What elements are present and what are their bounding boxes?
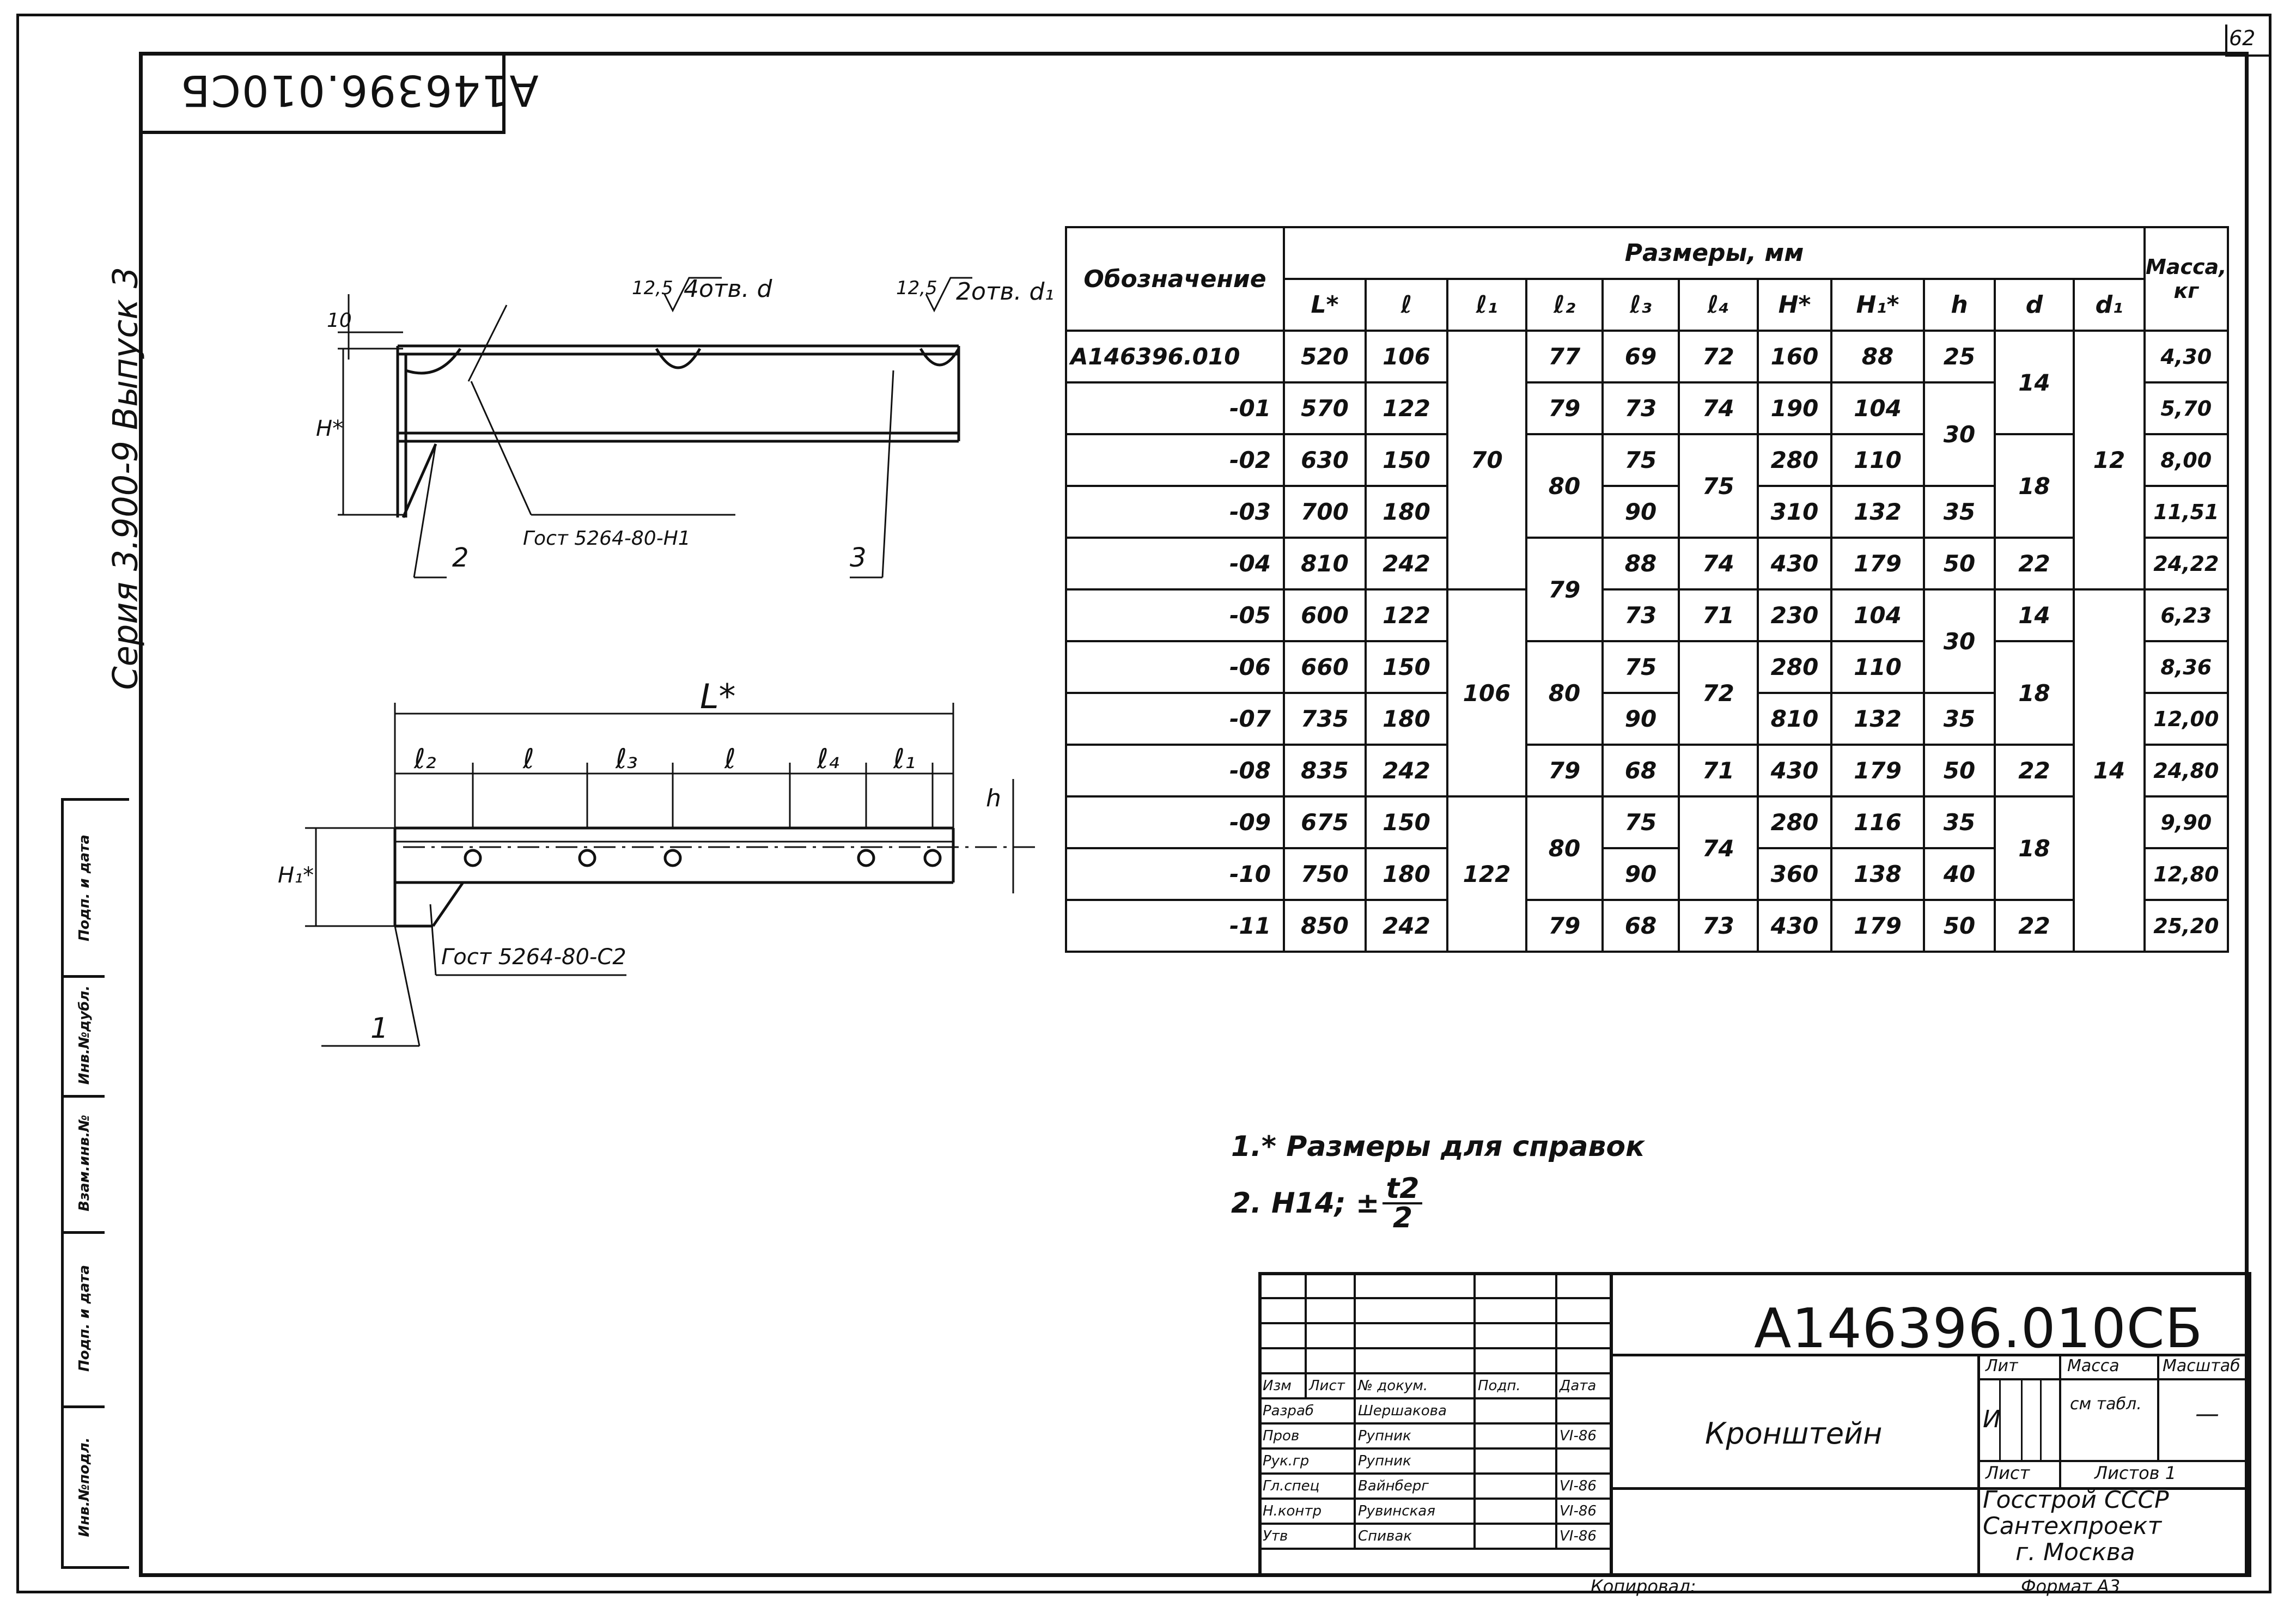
col-l1: ℓ₁ (1446, 278, 1527, 332)
dim-l4: ℓ₄ (817, 743, 839, 775)
mass-label: Масса (2067, 1356, 2120, 1375)
col-H1: H₁* (1830, 278, 1925, 332)
col-l: ℓ (1365, 278, 1448, 332)
table-row: -06 660 150 80 75 72 280 110 18 8,36 (1065, 640, 2229, 746)
scale-label: Масштаб (2163, 1356, 2240, 1375)
signature (1473, 1498, 1557, 1525)
title-block-name: Кронштейн (1705, 1416, 1883, 1451)
dim-l1: ℓ₁ (893, 743, 916, 775)
header-mass: Масса, кг (2143, 226, 2229, 332)
note-2: 2. Н14; ± t2 2 (1231, 1174, 1645, 1232)
table-row: -01 570 122 79 73 74 190 104 30 5,70 (1065, 381, 2229, 487)
col-H: H* (1757, 278, 1832, 332)
dim-holes-d: 4отв. d (684, 275, 772, 303)
signature (1473, 1472, 1557, 1500)
left-margin-strip: Подп. и дата Инв.№дубл. Взам.инв.№ Подп.… (61, 798, 129, 1569)
dim-h: h (986, 784, 1001, 812)
signature (1473, 1523, 1557, 1550)
organization: Госстрой СССР Сантехпроект г. Москва (1983, 1486, 2169, 1566)
pos-1: 1 (370, 1012, 388, 1045)
signature (1473, 1397, 1557, 1425)
dim-roughness-a: 12,5 (632, 277, 673, 299)
margin-cell: Подп. и дата (64, 801, 105, 978)
scale-value: — (2195, 1400, 2219, 1428)
sheets-label: Листов 1 (2094, 1463, 2177, 1483)
margin-cell: Подп. и дата (64, 1231, 105, 1408)
dim-l-b: ℓ (724, 743, 736, 775)
table-row: -02 630 150 80 75 75 280 110 18 8,00 (1065, 433, 2229, 539)
table-row: -07 735 180 90 810 132 35 12,00 (1065, 692, 2229, 746)
mass-value: см табл. (2070, 1395, 2142, 1414)
header-sizes: Размеры, мм (1283, 226, 2146, 280)
col-l2: ℓ₂ (1525, 278, 1604, 332)
lit-label: Лит (1986, 1356, 2018, 1375)
dim-roughness-b: 12,5 (896, 277, 937, 299)
signature (1473, 1422, 1557, 1450)
col-d: d (1994, 278, 2075, 332)
table-row: -09 675 150 122 80 75 74 280 116 35 18 9… (1065, 795, 2229, 953)
dimensions-table: Обозначение Размеры, мм Масса, кг L* ℓ ℓ… (1065, 226, 2229, 953)
lit-value: И (1983, 1405, 2001, 1433)
dim-l3: ℓ₃ (615, 743, 638, 775)
format-label: Формат А3 (2021, 1576, 2121, 1597)
copied-by-label: Копировал: (1591, 1576, 1696, 1597)
table-row: -11 850 242 79 68 73 430 179 50 22 25,20 (1065, 899, 2229, 953)
margin-cell: Взам.инв.№ (64, 1095, 105, 1234)
margin-cell: Инв.№подл. (76, 1437, 93, 1537)
margin-cell: Инв.№дубл. (64, 975, 105, 1098)
dim-H1: H₁* (278, 863, 314, 888)
table-row: -05 600 122 106 73 71 230 104 30 14 14 6… (1065, 588, 2229, 953)
notes: 1.* Размеры для справок 2. Н14; ± t2 2 (1231, 1130, 1645, 1232)
table-row: А146396.010 520 106 70 77 69 72 160 88 2… (1065, 330, 2229, 591)
top-left-code-box (143, 54, 506, 134)
table-row: -08 835 242 79 68 71 430 179 50 22 24,80 (1065, 744, 2229, 798)
sheet-number-box (2225, 25, 2271, 57)
pos-2: 2 (452, 543, 469, 573)
title-block-code: А146396.010СБ (1754, 1297, 2203, 1360)
dim-L: L* (700, 677, 736, 716)
table-row: -10 750 180 90 360 138 40 12,80 (1065, 847, 2229, 901)
dim-10: 10 (327, 309, 352, 332)
dim-holes-d1: 2отв. d₁ (956, 278, 1054, 306)
col-l3: ℓ₃ (1601, 278, 1680, 332)
note-2-fraction: t2 2 (1383, 1174, 1423, 1232)
sheet-inner-frame (139, 52, 2249, 1577)
gost-bottom: Гост 5264-80-С2 (441, 945, 626, 970)
table-row: -03 700 180 90 310 132 35 11,51 (1065, 485, 2229, 539)
pos-3: 3 (850, 543, 867, 573)
col-d1: d₁ (2073, 278, 2146, 332)
dim-H: H* (316, 416, 343, 441)
dim-l-a: ℓ (522, 743, 534, 775)
col-h: h (1923, 278, 1996, 332)
col-L: L* (1283, 278, 1367, 332)
header-designation: Обозначение (1065, 226, 1285, 332)
col-l4: ℓ₄ (1678, 278, 1759, 332)
dim-l2: ℓ₂ (413, 743, 436, 775)
gost-top: Гост 5264-80-Н1 (523, 527, 691, 550)
note-1: 1.* Размеры для справок (1231, 1130, 1645, 1163)
table-row: -04 810 242 79 88 74 430 179 50 22 24,22 (1065, 537, 2229, 642)
sheet-outer-frame (16, 14, 2271, 1593)
sheet-number: 62 (2229, 26, 2256, 50)
bracket-drawing: 10 H* 12,5 4отв. d 12,5 2отв. d₁ Гост 52… (278, 275, 1054, 1047)
sheet-label: Лист (1986, 1463, 2030, 1483)
signature (1473, 1447, 1557, 1475)
